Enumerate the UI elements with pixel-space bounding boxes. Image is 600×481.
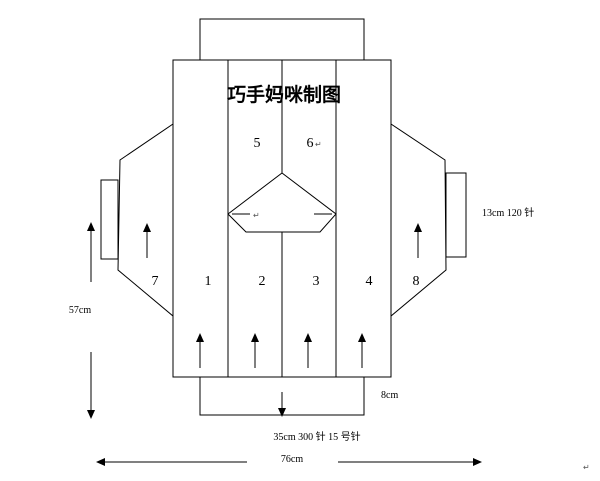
return-mark: ↵ [315, 140, 322, 149]
body-measure: 35cm 300 针 15 号针 [273, 430, 360, 443]
panel-label-7: 7 [152, 274, 159, 289]
arrow-head [278, 408, 286, 417]
panel-label-1: 1 [205, 274, 212, 289]
panel-label-5: 5 [254, 136, 261, 151]
ribbing-measure: 8cm [381, 390, 398, 401]
arrow-head [87, 410, 95, 419]
arrow-head [304, 333, 312, 342]
arrow-head [87, 222, 95, 231]
panel-label-6: 6 [307, 136, 314, 151]
arrow-head [143, 223, 151, 232]
right-cuff [445, 172, 467, 258]
panel-label-4: 4 [366, 274, 373, 289]
neck-band [199, 18, 365, 61]
height-measure: 57cm [69, 305, 91, 316]
neck-triangle [227, 172, 337, 233]
panel-label-2: 2 [259, 274, 266, 289]
arrow-head [96, 458, 105, 466]
sleeve-measure: 13cm 120 针 [482, 206, 534, 219]
panel-label-3: 3 [313, 274, 320, 289]
right-sleeve [390, 123, 447, 318]
arrow-head [473, 458, 482, 466]
left-cuff [100, 179, 119, 260]
arrow-head [358, 333, 366, 342]
arrow-head [196, 333, 204, 342]
arrow-head [414, 223, 422, 232]
return-mark: ↵ [253, 211, 260, 220]
diagram-title: 巧手妈咪制图 [227, 83, 341, 106]
arrow-head [251, 333, 259, 342]
left-sleeve [117, 123, 174, 318]
panel-label-8: 8 [413, 274, 420, 289]
width-measure: 76cm [281, 454, 303, 465]
return-mark: ↵ [583, 463, 590, 472]
